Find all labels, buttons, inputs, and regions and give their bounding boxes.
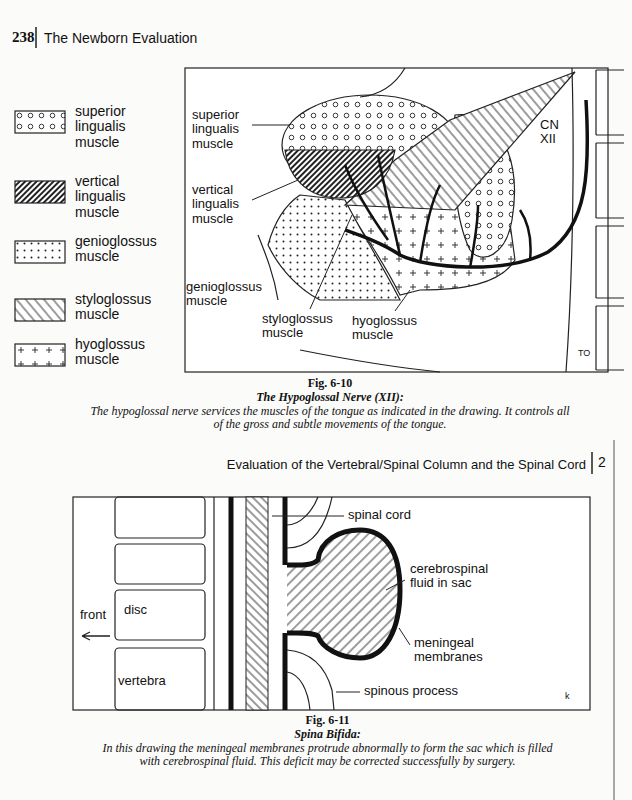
header-rule bbox=[35, 27, 37, 48]
artist-initials: TO bbox=[578, 349, 590, 359]
page-number: 2 bbox=[598, 455, 606, 470]
figure-number: Fig. 6-10 bbox=[85, 377, 575, 390]
artist-initials: k bbox=[565, 692, 570, 702]
part-label: disc bbox=[124, 603, 147, 617]
legend-swatch bbox=[14, 343, 66, 367]
muscle-label: hyoglossus muscle bbox=[352, 314, 437, 343]
legend-label: superior lingualis muscle bbox=[75, 104, 170, 150]
page-number: 238 bbox=[12, 29, 35, 46]
header-rule bbox=[591, 452, 593, 474]
nerve-label: CN XII bbox=[540, 118, 570, 147]
tongue-figure bbox=[185, 68, 624, 372]
legend-swatch bbox=[14, 240, 66, 264]
legend-label: genioglossus muscle bbox=[75, 234, 170, 265]
muscle-label: superior lingualis muscle bbox=[192, 108, 262, 151]
figure-caption: In this drawing the meningeal membranes … bbox=[100, 742, 555, 768]
page-gutter bbox=[614, 440, 615, 800]
part-label: vertebra bbox=[118, 674, 166, 688]
figure-title: The Hypoglossal Nerve (XII): bbox=[85, 391, 575, 404]
muscle-label: genioglossus muscle bbox=[186, 280, 281, 309]
running-head: Evaluation of the Vertebral/Spinal Colum… bbox=[186, 458, 586, 472]
legend-swatch bbox=[14, 180, 66, 204]
running-head: The Newborn Evaluation bbox=[44, 31, 197, 46]
part-label: meningeal membranes bbox=[414, 636, 514, 665]
figure-caption: The hypoglossal nerve services the muscl… bbox=[85, 405, 575, 431]
spina-bifida-figure bbox=[73, 497, 590, 710]
muscle-label: styloglossus muscle bbox=[262, 312, 352, 341]
part-label: cerebrospinal fluid in sac bbox=[410, 562, 515, 591]
part-label: spinal cord bbox=[348, 508, 411, 522]
legend-swatch bbox=[14, 298, 66, 322]
figure-number: Fig. 6-11 bbox=[100, 714, 555, 727]
muscle-label: vertical lingualis muscle bbox=[192, 183, 262, 226]
part-label: spinous process bbox=[364, 684, 458, 698]
figure-title: Spina Bifida: bbox=[100, 728, 555, 741]
legend-label: hyoglossus muscle bbox=[75, 337, 170, 368]
legend-label: styloglossus muscle bbox=[75, 292, 170, 323]
legend-swatch bbox=[14, 110, 66, 134]
direction-label: front bbox=[80, 608, 106, 622]
legend-label: vertical lingualis muscle bbox=[75, 174, 170, 220]
